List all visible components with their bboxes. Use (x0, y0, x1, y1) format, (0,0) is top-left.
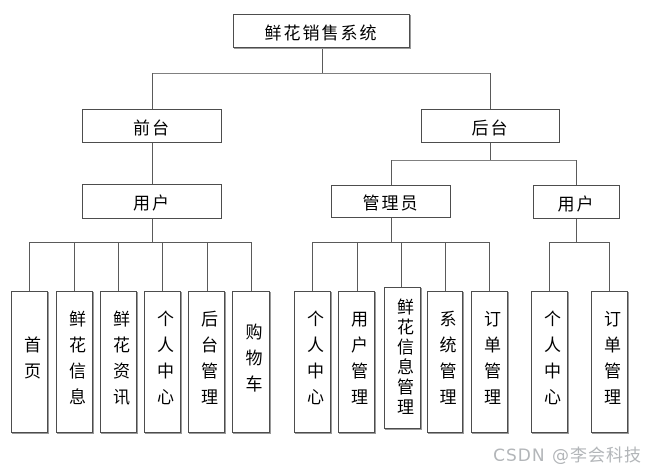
leaf-flower-info-label: 鲜花信息 (65, 310, 85, 414)
node-back-user-label: 用户 (557, 194, 596, 215)
node-frontend-label: 前台 (133, 118, 171, 139)
connector-line (576, 160, 577, 185)
leaf-admin-personal-center-label: 个人中心 (303, 310, 323, 414)
node-admin: 管理员 (331, 185, 451, 218)
node-admin-label: 管理员 (362, 194, 420, 214)
leaf-user-manage-label: 用户管理 (347, 310, 367, 414)
connector-line (74, 242, 75, 291)
node-root: 鲜花销售系统 (233, 14, 410, 48)
leaf-order-manage: 订单管理 (471, 291, 508, 433)
connector-line (391, 218, 392, 243)
leaf-backuser-personal-center: 个人中心 (531, 291, 568, 433)
connector-line (391, 160, 392, 185)
leaf-home: 首页 (11, 291, 48, 433)
leaf-personal-center-label: 个人中心 (153, 310, 173, 414)
leaf-flower-info-manage-label: 鲜花信息管理 (393, 298, 413, 418)
connector-line (391, 160, 577, 161)
connector-line (207, 242, 208, 291)
leaf-shopping-cart-label: 购物车 (241, 323, 262, 401)
connector-line (490, 73, 491, 109)
node-back-user: 用户 (533, 185, 620, 219)
connector-line (549, 242, 610, 243)
connector-line (118, 242, 119, 291)
connector-line (162, 242, 163, 291)
connector-line (322, 48, 323, 74)
node-backend: 后台 (421, 109, 560, 143)
leaf-admin-personal-center: 个人中心 (294, 291, 331, 433)
watermark: CSDN @李会科技 (493, 446, 642, 466)
connector-line (609, 242, 610, 291)
leaf-system-manage: 系统管理 (427, 291, 463, 433)
leaf-backend-manage-label: 后台管理 (197, 310, 217, 414)
connector-line (445, 242, 446, 291)
leaf-order-manage-label: 订单管理 (480, 310, 500, 414)
connector-line (312, 242, 313, 291)
connector-line (401, 242, 402, 287)
leaf-backuser-order-manage-label: 订单管理 (600, 310, 620, 414)
node-front-user: 用户 (82, 184, 222, 219)
leaf-flower-news-label: 鲜花资讯 (109, 310, 129, 414)
leaf-home-label: 首页 (20, 336, 40, 388)
connector-line (152, 73, 153, 109)
leaf-backuser-order-manage: 订单管理 (591, 291, 628, 433)
leaf-system-manage-label: 系统管理 (435, 310, 456, 414)
connector-line (152, 73, 491, 74)
connector-line (251, 242, 252, 291)
connector-line (357, 242, 358, 291)
leaf-backuser-personal-center-label: 个人中心 (540, 310, 560, 414)
leaf-flower-info: 鲜花信息 (56, 291, 93, 433)
connector-line (576, 219, 577, 243)
leaf-flower-info-manage: 鲜花信息管理 (384, 287, 421, 429)
connector-line (152, 143, 153, 184)
connector-line (29, 242, 30, 291)
leaf-flower-news: 鲜花资讯 (100, 291, 137, 433)
leaf-shopping-cart: 购物车 (232, 291, 270, 433)
connector-line (490, 143, 491, 161)
leaf-personal-center: 个人中心 (144, 291, 181, 433)
connector-line (29, 242, 252, 243)
connector-line (152, 219, 153, 243)
leaf-user-manage: 用户管理 (338, 291, 375, 433)
node-root-label: 鲜花销售系统 (264, 23, 379, 44)
node-frontend: 前台 (82, 109, 222, 143)
connector-line (549, 242, 550, 291)
node-front-user-label: 用户 (133, 194, 171, 214)
leaf-backend-manage: 后台管理 (188, 291, 225, 433)
node-backend-label: 后台 (471, 118, 510, 139)
connector-line (489, 242, 490, 291)
